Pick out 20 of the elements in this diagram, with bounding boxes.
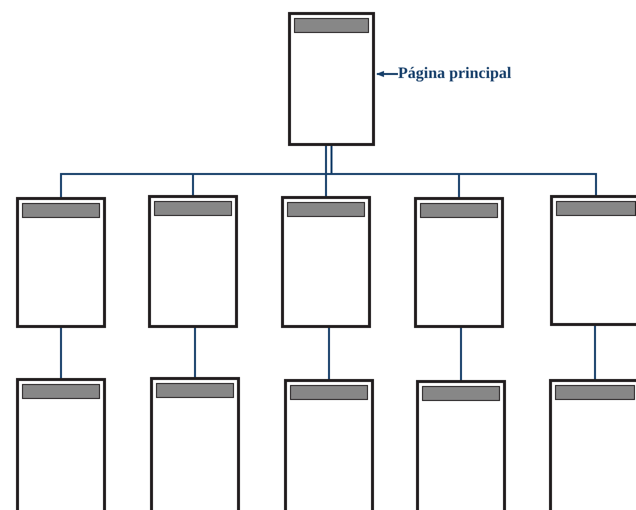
leader-arrow	[376, 70, 398, 78]
page-box	[16, 197, 106, 328]
page-box	[150, 377, 240, 510]
connector-line	[330, 146, 597, 195]
connector-line	[60, 328, 62, 378]
connector-line	[328, 328, 330, 379]
page-box	[414, 197, 504, 328]
page-box	[288, 12, 375, 146]
page-box	[148, 195, 238, 328]
connector-line	[325, 146, 327, 196]
page-box	[281, 196, 371, 328]
page-box	[549, 379, 636, 510]
page-label: Página principal	[398, 64, 512, 84]
connector-line	[194, 328, 196, 377]
page-box	[16, 378, 106, 510]
page-box	[416, 380, 506, 510]
page-box	[550, 195, 636, 326]
page-box	[284, 379, 374, 510]
connector-line	[594, 326, 596, 379]
connector-line	[460, 328, 462, 380]
